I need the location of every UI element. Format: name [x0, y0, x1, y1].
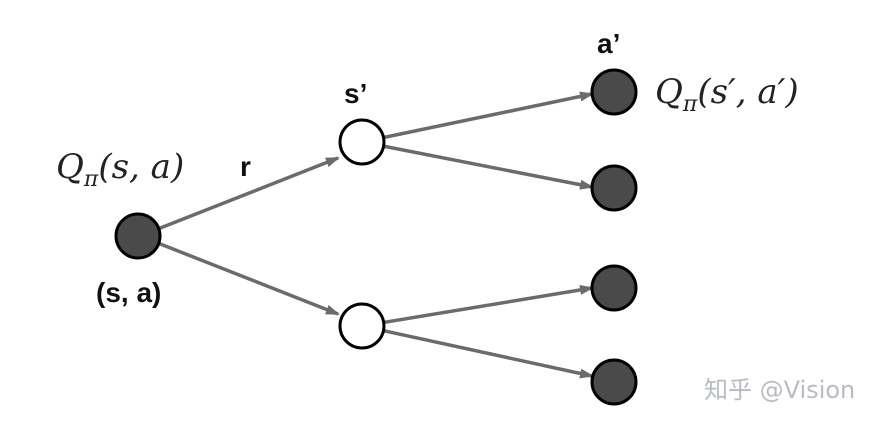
edge-root-to-state-bottom — [139, 234, 340, 316]
node-state-bottom — [338, 302, 386, 350]
action-1-pi-subscript: π — [682, 92, 698, 117]
root-node-label: (s, a) — [96, 277, 161, 308]
action-1-label: a’ — [597, 28, 620, 59]
node-action-2 — [590, 164, 638, 212]
edge-root-to-state-top — [139, 156, 340, 238]
action-1-q-symbol: Q — [655, 72, 683, 112]
action-1-args: (s′, a′) — [697, 72, 798, 112]
watermark-text: 知乎 @Vision — [704, 376, 855, 404]
node-action-3 — [590, 264, 638, 312]
node-root-action — [114, 212, 162, 260]
node-state-top — [338, 118, 386, 166]
root-q-symbol: Q — [56, 147, 84, 187]
edge-state-bottom-to-action-4 — [361, 324, 594, 379]
root-value-label: Qπ(s, a) — [56, 147, 184, 192]
root-pi-subscript: π — [83, 167, 99, 192]
edge-state-top-to-action-2 — [361, 140, 594, 190]
node-action-1 — [590, 68, 638, 116]
node-action-4 — [590, 358, 638, 406]
edge-state-top-to-action-1 — [361, 91, 594, 144]
edge-state-bottom-to-action-3 — [361, 285, 594, 328]
root-args: (s, a) — [98, 147, 184, 187]
state-top-label: s’ — [344, 78, 367, 109]
reward-label: r — [240, 151, 251, 182]
action-1-value-label: Qπ(s′, a′) — [655, 72, 799, 117]
